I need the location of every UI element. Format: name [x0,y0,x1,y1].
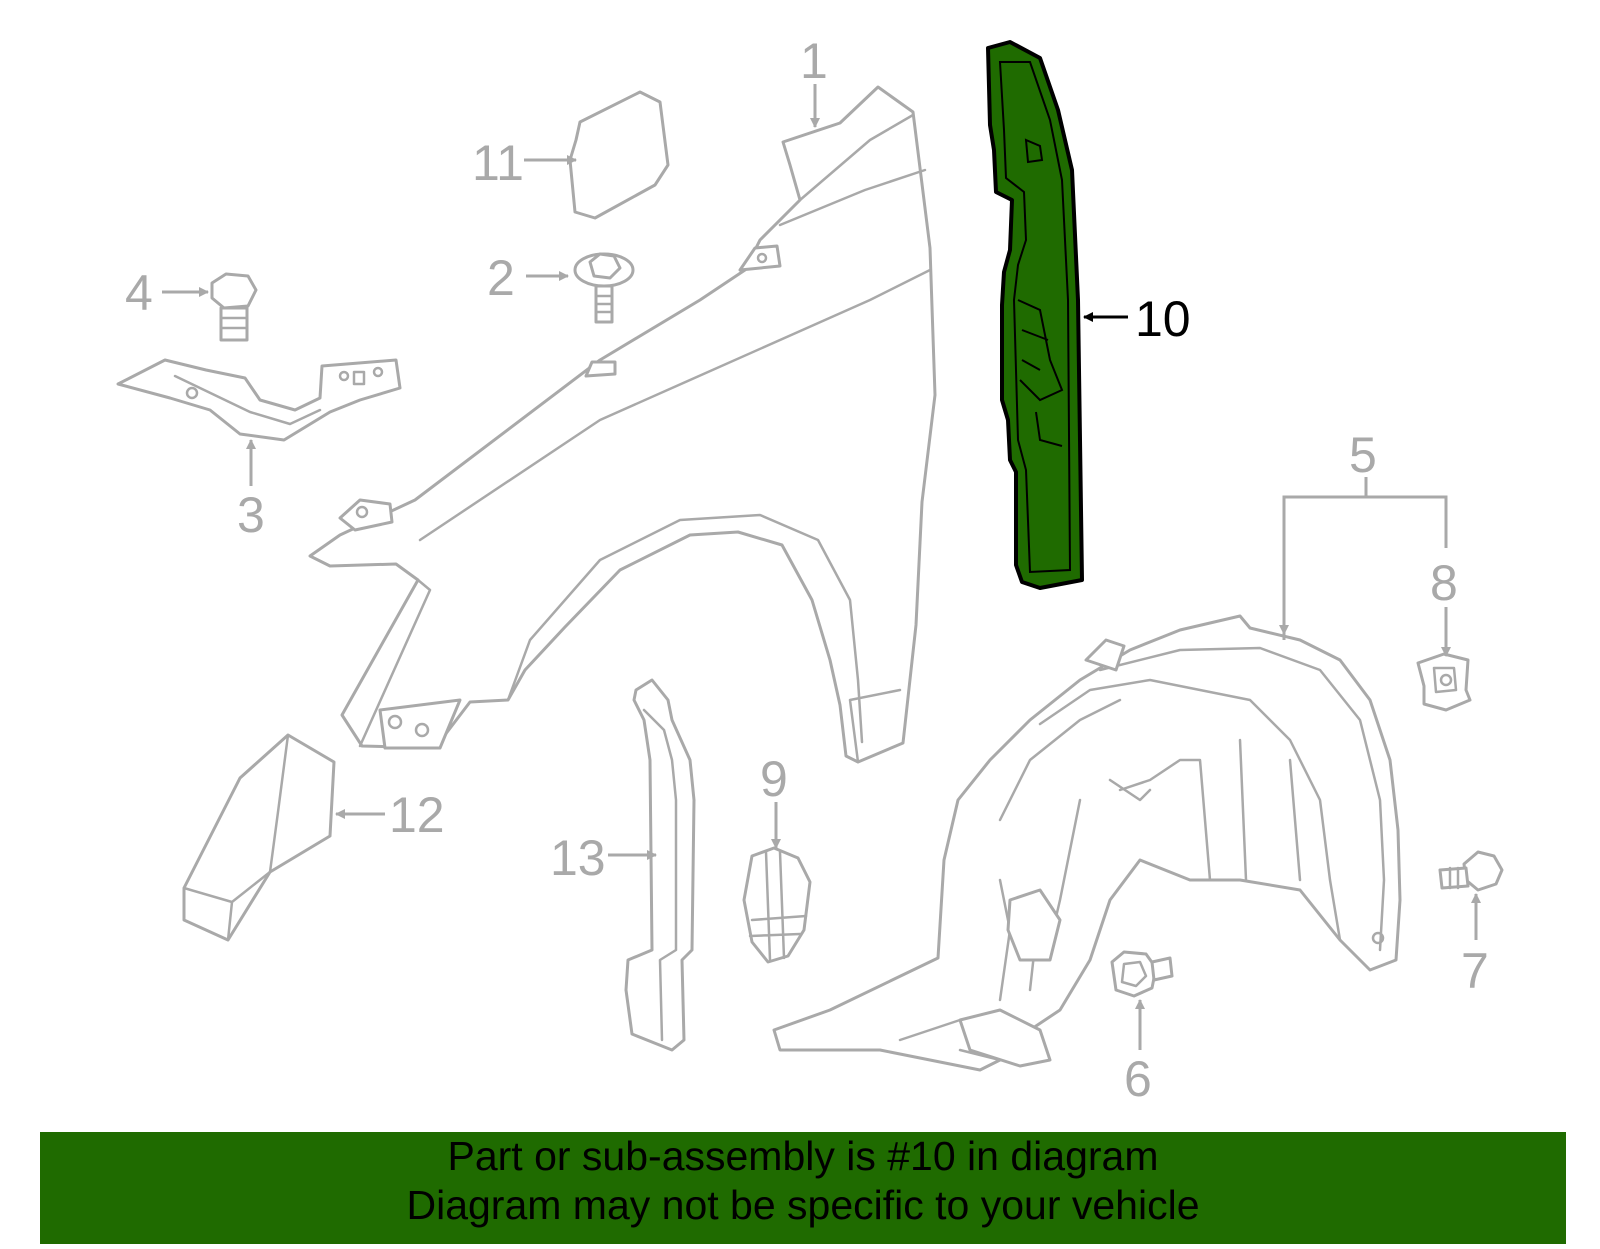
banner-line-1: Part or sub-assembly is #10 in diagram [447,1133,1159,1179]
callout-8: 8 [1430,555,1458,611]
part-10-panel-highlighted [986,40,1084,590]
part-4-bolt [210,272,258,342]
callout-7: 7 [1461,943,1489,999]
part-6-screw [1110,950,1174,998]
part-1-fender [308,85,937,764]
callout-1: 1 [800,33,828,89]
part-11-cap [568,90,670,220]
callout-2: 2 [487,250,515,306]
part-5-liner [772,614,1402,1072]
callout-10-highlighted: 10 [1135,291,1191,347]
callout-labels: 1 2 3 4 5 6 7 8 9 10 11 12 13 [125,33,1489,1107]
callout-9: 9 [760,751,788,807]
callout-3: 3 [237,487,265,543]
callout-12: 12 [389,787,445,843]
part-3-bracket [116,358,402,442]
leader-lines [162,84,1481,1050]
callout-11: 11 [472,135,524,191]
part-2-bolt [573,252,635,324]
callout-4: 4 [125,265,153,321]
parts-diagram: 1 2 3 4 5 6 7 8 9 10 11 12 13 [116,33,1504,1107]
callout-5: 5 [1349,427,1377,483]
banner-line-2: Diagram may not be specific to your vehi… [406,1182,1200,1228]
part-8-clip [1416,652,1472,712]
part-13-strip [624,678,696,1052]
info-banner: Part or sub-assembly is #10 in diagram D… [40,1132,1566,1244]
callout-13: 13 [550,830,606,886]
part-7-screw [1438,850,1504,892]
part-12-block [182,733,336,942]
part-9-plug [742,846,812,964]
callout-6: 6 [1124,1051,1152,1107]
